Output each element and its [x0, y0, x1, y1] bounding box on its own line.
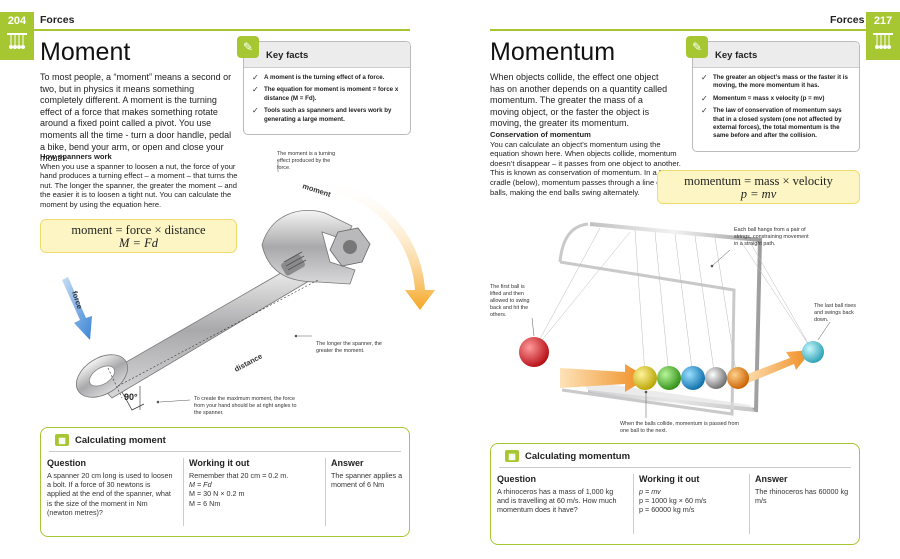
equation-formula: M = Fd	[119, 236, 158, 250]
check-icon: ✓	[252, 73, 259, 82]
left-page: 204 Forces Moment To most people, a “mom…	[0, 12, 435, 537]
key-facts-title: Key facts	[693, 42, 859, 68]
collide-note: When the balls collide, momentum is pass…	[620, 421, 739, 434]
working-line: p = 60000 kg m/s	[639, 505, 695, 515]
question-column: Question A rhinoceros has a mass of 1,00…	[497, 474, 625, 515]
spanners-section: How spanners work When you use a spanner…	[40, 152, 240, 210]
key-fact-item: ✓The equation for moment is moment = for…	[252, 85, 399, 102]
spanner-illustration: moment force distance 90°	[62, 162, 435, 411]
moment-note: The moment is a turning effect produced …	[277, 151, 336, 171]
intro-text: When objects collide, the effect one obj…	[490, 72, 668, 129]
working-column: Working it out p = mv p = 1000 kg × 60 m…	[633, 474, 749, 534]
working-line: M = Fd	[189, 480, 212, 490]
conservation-body: You can calculate an object’s momentum u…	[490, 139, 690, 197]
motion-arrow-left	[560, 364, 648, 392]
working-column: Working it out Remember that 20 cm = 0.2…	[183, 458, 317, 526]
equation-formula: p = mv	[740, 187, 777, 201]
answer-heading: Answer	[755, 474, 788, 484]
calc-momentum-header: ▦ Calculating momentum	[505, 450, 630, 462]
equation-line: moment = force × distance	[71, 223, 206, 237]
pin-icon: ✎	[686, 36, 708, 58]
page-title: Momentum	[490, 38, 616, 66]
question-text: A spanner 20 cm long is used to loosen a…	[47, 471, 173, 517]
answer-column: Answer The spanner applies a moment of 6…	[325, 458, 405, 526]
silver-ball	[705, 367, 727, 389]
spanners-body: When you use a spanner to loosen a nut, …	[40, 161, 238, 209]
calc-momentum-panel: ▦ Calculating momentum Question A rhinoc…	[490, 443, 860, 545]
working-heading: Working it out	[189, 458, 250, 468]
max-moment-note: To create the maximum moment, the force …	[194, 396, 297, 416]
working-line: p = mv	[639, 487, 661, 496]
check-icon: ✓	[252, 106, 259, 116]
angle-label: 90°	[124, 392, 138, 402]
answer-heading: Answer	[331, 458, 364, 468]
working-line: M = 6 Nm	[189, 498, 221, 508]
force-arrow	[62, 277, 92, 340]
section-title: Forces	[830, 14, 865, 26]
newtons-cradle-illustration	[519, 222, 831, 418]
first-ball-note: The first ball is lifted and then allowe…	[490, 284, 530, 318]
page-number: 217	[866, 12, 900, 30]
page-title: Moment	[40, 38, 131, 66]
key-fact-item: ✓The law of conservation of momentum say…	[701, 106, 842, 140]
blue-ball	[681, 366, 705, 390]
key-fact-item: ✓Momentum = mass x velocity (p = mv)	[701, 93, 825, 103]
check-icon: ✓	[252, 85, 259, 95]
key-facts-box: ✎ Key facts ✓A moment is the turning eff…	[237, 36, 411, 136]
page-number: 204	[0, 12, 34, 30]
right-page: 217 Forces Momentum When objects collide…	[450, 0, 900, 559]
answer-text: The spanner applies a moment of 6 Nm	[331, 471, 403, 490]
distance-label: distance	[233, 352, 264, 374]
last-ball-note: The last ball rises and swings back down…	[814, 303, 856, 323]
calc-title: Calculating moment	[75, 434, 166, 446]
question-text: A rhinoceros has a mass of 1,000 kg and …	[497, 487, 617, 515]
strings-note: Each ball hangs from a pair of strings, …	[734, 227, 809, 247]
moment-arrow	[300, 177, 435, 310]
orange-ball	[727, 367, 749, 389]
spanner	[76, 209, 371, 399]
answer-column: Answer The rhinoceros has 60000 kg m/s	[749, 474, 851, 534]
conservation-section: Conservation of momentum You can calcula…	[490, 130, 690, 197]
green-ball	[657, 366, 681, 390]
spanners-subhead: How spanners work	[40, 152, 112, 161]
header-rule	[34, 29, 410, 31]
answer-text: The rhinoceros has 60000 kg m/s	[755, 487, 849, 506]
check-icon: ✓	[701, 93, 708, 103]
motion-arrow-right	[742, 350, 812, 384]
key-fact-item: ✓The greater an object’s mass or the fas…	[701, 73, 848, 90]
working-line: M = 30 N × 0.2 m	[189, 489, 245, 499]
cyan-ball	[802, 341, 824, 363]
check-icon: ✓	[701, 73, 708, 82]
calc-moment-panel: ▦ Calculating moment Question A spanner …	[40, 427, 410, 537]
cradle-strings	[533, 227, 813, 379]
distance-line	[117, 279, 319, 387]
header-rule	[490, 29, 866, 31]
question-column: Question A spanner 20 cm long is used to…	[47, 458, 175, 517]
right-angle-mark	[121, 391, 145, 411]
key-facts-title: Key facts	[244, 42, 410, 68]
equation-line: momentum = mass × velocity	[684, 174, 833, 188]
yellow-ball	[633, 366, 657, 390]
calc-moment-header: ▦ Calculating moment	[55, 434, 166, 446]
working-line: Remember that 20 cm = 0.2 m.	[189, 471, 289, 480]
momentum-equation: momentum = mass × velocity p = mv	[657, 170, 860, 204]
moment-equation: moment = force × distance M = Fd	[40, 219, 237, 253]
intro-text: To most people, a “moment” means a secon…	[40, 72, 232, 164]
key-fact-item: ✓A moment is the turning effect of a for…	[252, 73, 385, 82]
working-heading: Working it out	[639, 474, 700, 484]
check-icon: ✓	[701, 106, 708, 116]
longer-note: The longer the spanner, the greater the …	[316, 341, 382, 354]
calc-title: Calculating momentum	[525, 450, 631, 462]
key-fact-item: ✓Tools such as spanners and levers work …	[252, 106, 392, 123]
key-facts-box: ✎ Key facts ✓The greater an object’s mas…	[686, 36, 860, 152]
calculator-icon: ▦	[55, 434, 69, 446]
question-heading: Question	[47, 458, 87, 468]
red-ball	[519, 337, 549, 367]
calculator-icon: ▦	[505, 450, 519, 462]
working-line: p = 1000 kg × 60 m/s	[639, 496, 707, 506]
pin-icon: ✎	[237, 36, 259, 58]
question-heading: Question	[497, 474, 537, 484]
section-title: Forces	[40, 14, 75, 26]
conservation-subhead: Conservation of momentum	[490, 130, 591, 139]
